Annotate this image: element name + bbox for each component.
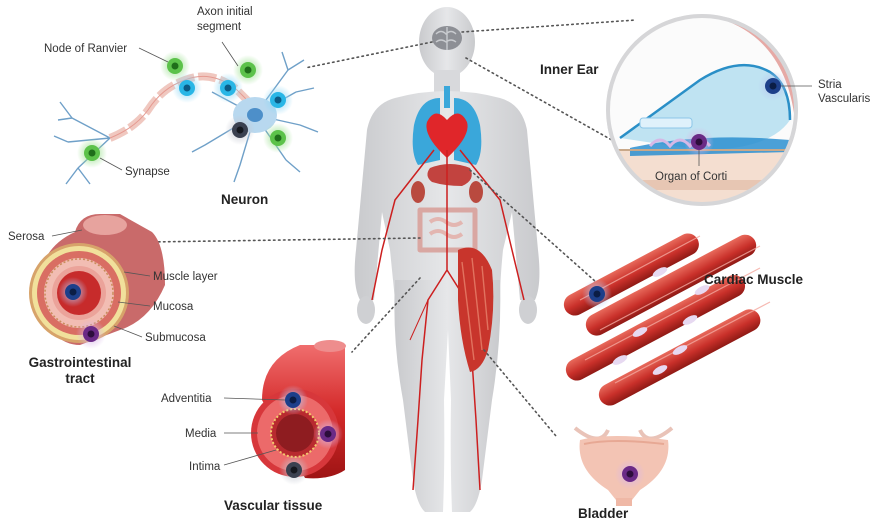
title-inner-ear: Inner Ear: [540, 62, 599, 77]
label-serosa: Serosa: [8, 231, 45, 243]
vascular-tissue-illustration: [224, 340, 346, 485]
title-bladder: Bladder: [578, 506, 629, 521]
title-cardiac-muscle: Cardiac Muscle: [704, 272, 804, 287]
label-mucosa: Mucosa: [153, 301, 194, 313]
title-vascular-tissue: Vascular tissue: [224, 498, 323, 513]
label-node-of-ranvier: Node of Ranvier: [44, 43, 127, 55]
gi-tract-illustration: [29, 214, 165, 349]
label-adventitia: Adventitia: [161, 393, 212, 405]
label-organ-of-corti: Organ of Corti: [655, 171, 727, 183]
brain-icon: [432, 26, 462, 50]
title-neuron: Neuron: [221, 192, 268, 207]
label-intima: Intima: [189, 461, 221, 473]
cardiac-muscle-illustration: [560, 206, 770, 409]
label-media: Media: [185, 428, 217, 440]
label-synapse: Synapse: [125, 166, 170, 178]
neuron-illustration: [54, 42, 318, 184]
bladder-illustration: [575, 428, 672, 506]
label-submucosa: Submucosa: [145, 332, 206, 344]
label-muscle-layer: Muscle layer: [153, 271, 218, 283]
